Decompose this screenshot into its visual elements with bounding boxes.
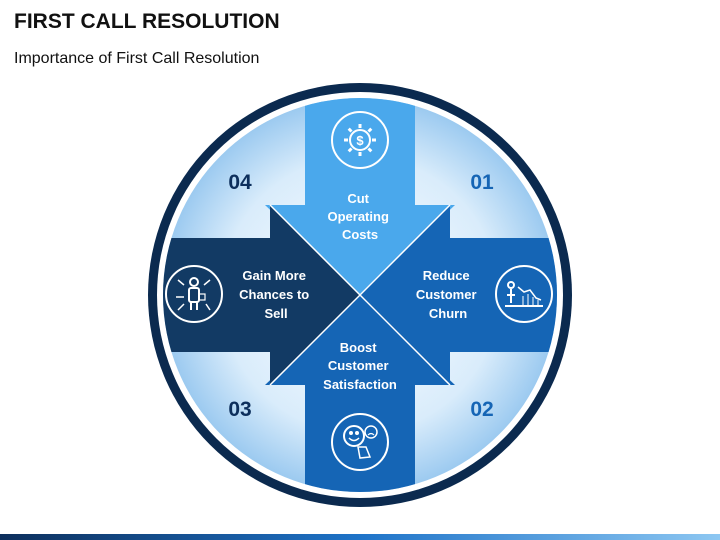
arrow-boost-satisfaction — [265, 295, 455, 492]
dollar-gear-icon: $ — [331, 111, 389, 169]
page-subtitle: Importance of First Call Resolution — [14, 50, 260, 67]
divider-diagonal-2 — [269, 204, 451, 386]
stage-label-reduce-churn: Reduce Customer Churn — [416, 268, 480, 321]
stage-label-boost-satisfaction: Boost Customer Satisfaction — [323, 340, 397, 392]
stage-number-04: 04 — [228, 171, 252, 194]
stage-number-03: 03 — [228, 398, 251, 421]
arrow-gain-sales — [163, 205, 360, 385]
arrow-cut-costs — [265, 98, 455, 295]
stage-number-01: 01 — [470, 171, 494, 194]
stage-number-02: 02 — [470, 398, 493, 421]
stage-label-cut-costs: Cut Operating Costs — [327, 191, 392, 242]
emoji-touch-icon — [331, 413, 389, 471]
page-title: FIRST CALL RESOLUTION — [14, 10, 280, 33]
declining-chart-person-icon — [495, 265, 553, 323]
stage-label-gain-sales: Gain More Chances to Sell — [239, 268, 313, 321]
bottom-accent-bar — [0, 534, 720, 540]
svg-text:$: $ — [356, 133, 364, 148]
person-network-icon — [165, 265, 223, 323]
arrow-reduce-churn — [360, 205, 557, 385]
